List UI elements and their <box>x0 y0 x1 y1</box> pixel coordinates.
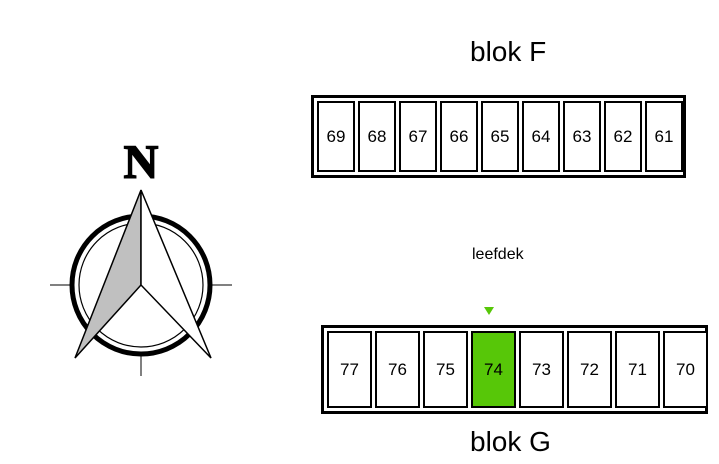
plot-cell: 73 <box>519 331 564 408</box>
plot-cell: 61 <box>645 101 683 172</box>
plot-cell-highlighted: 74 <box>471 331 516 408</box>
compass-icon: N <box>50 135 232 376</box>
plot-cell: 65 <box>481 101 519 172</box>
block-f-title: blok F <box>470 36 547 67</box>
compass-arrow-left <box>74 189 142 359</box>
plot-cell: 64 <box>522 101 560 172</box>
plot-cell: 62 <box>604 101 642 172</box>
plot-cell: 77 <box>327 331 372 408</box>
leefdek-label: leefdek <box>472 246 524 263</box>
plot-cell: 67 <box>399 101 437 172</box>
north-label: N <box>124 136 159 189</box>
compass-rose: N <box>45 120 240 385</box>
plot-cell: 72 <box>567 331 612 408</box>
plot-cell: 76 <box>375 331 420 408</box>
plot-cell: 71 <box>615 331 660 408</box>
plot-cell: 70 <box>663 331 708 408</box>
leefdek-marker-icon <box>484 307 494 315</box>
plot-cell: 66 <box>440 101 478 172</box>
plot-cell: 69 <box>317 101 355 172</box>
plot-cell: 75 <box>423 331 468 408</box>
plot-cell: 68 <box>358 101 396 172</box>
compass-arrow-right <box>140 189 212 359</box>
plot-cell: 63 <box>563 101 601 172</box>
block-g-title: blok G <box>470 426 551 457</box>
